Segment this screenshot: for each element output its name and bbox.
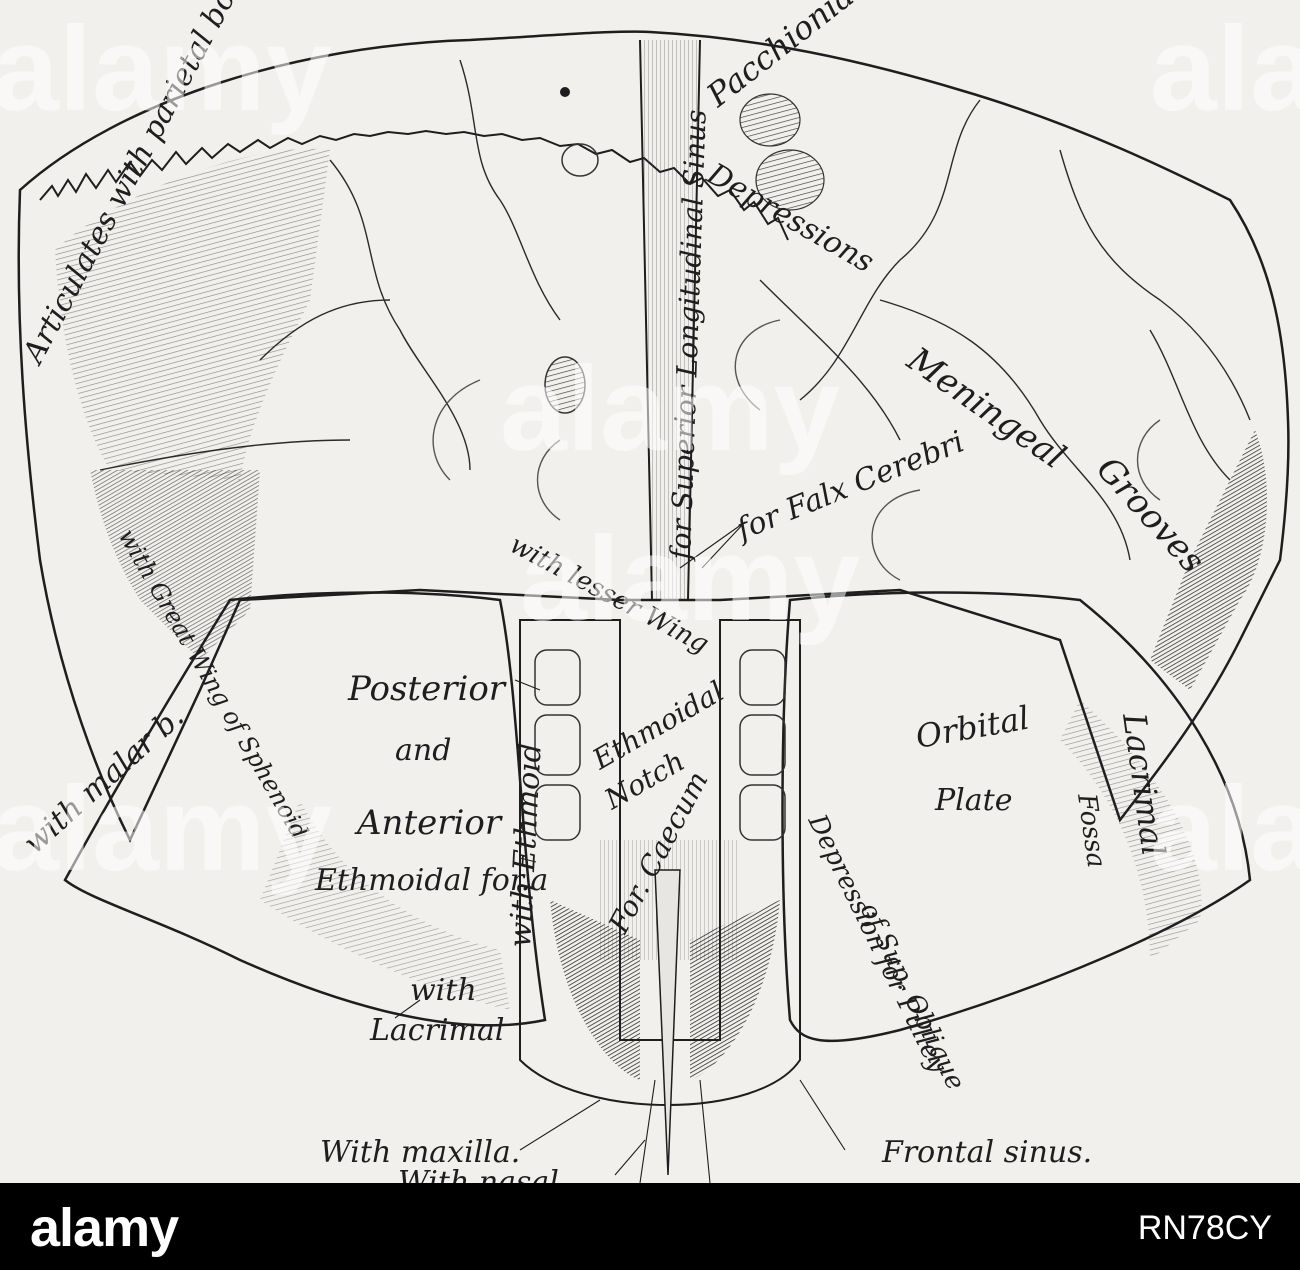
alamy-logo[interactable]: alamy (30, 1198, 179, 1258)
label-and: and (395, 733, 451, 768)
label-plate: Plate (934, 783, 1012, 818)
leader-lines (394, 521, 846, 1183)
label-lacrimal: Lacrimal (369, 1013, 504, 1048)
label-with-ethmoid: with Ethmoid (503, 742, 549, 948)
impression-arcs (432, 319, 1161, 581)
label-ethmoidal-for: Ethmoidal for.a (314, 863, 548, 898)
label-lacrimal-fossa-2: Fossa (1071, 791, 1111, 870)
label-grooves: Grooves (1088, 449, 1212, 581)
watermark: alamy (500, 342, 841, 476)
left-orbital-plate (63, 591, 547, 1027)
label-pacchionian: Pacchionian (699, 0, 877, 115)
label-posterior: Posterior (347, 669, 507, 709)
meningeal-lines (99, 59, 1251, 561)
label-orbital: Orbital (913, 699, 1032, 756)
image-id: RN78CY (1137, 1209, 1272, 1247)
right-orbital-plate (781, 591, 1252, 1043)
label-pulley-2: of Sup. Oblique (854, 898, 971, 1095)
label-with: with (410, 973, 477, 1008)
watermark: alamy (0, 762, 333, 896)
watermark: alamy (1150, 762, 1300, 896)
right-process-shade (1150, 430, 1267, 690)
anatomical-figure: Articulates with parietal bone. for Supe… (0, 0, 1300, 1183)
left-orbital-shade (260, 800, 510, 1010)
ethmoidal-notch (519, 619, 801, 1106)
watermark: alamy (0, 2, 333, 136)
left-lateral-shade (55, 148, 330, 480)
label-with-maxilla: With maxilla. (320, 1135, 520, 1170)
ethmoidal-cells (534, 649, 786, 841)
frontal-bone-outline (17, 30, 1290, 843)
left-lower-shade (90, 470, 260, 660)
sinus-groove (640, 40, 700, 600)
label-frontal-sinus: Frontal sinus. (881, 1135, 1092, 1170)
watermark: alamy (1150, 2, 1300, 136)
stock-footer: alamy RN78CY (0, 1183, 1300, 1270)
frontal-sinus-openings (550, 900, 780, 1080)
watermark-layer: alamy alamy alamy alamy alamy alamy (0, 2, 1300, 896)
label-anterior: Anterior (354, 803, 503, 843)
label-with-nasal: With nasal (398, 1165, 559, 1183)
right-orbital-shade (1060, 700, 1202, 960)
watermark: alamy (520, 512, 861, 646)
nasal-spine (654, 869, 681, 1176)
pacchionian-pits (544, 87, 825, 414)
